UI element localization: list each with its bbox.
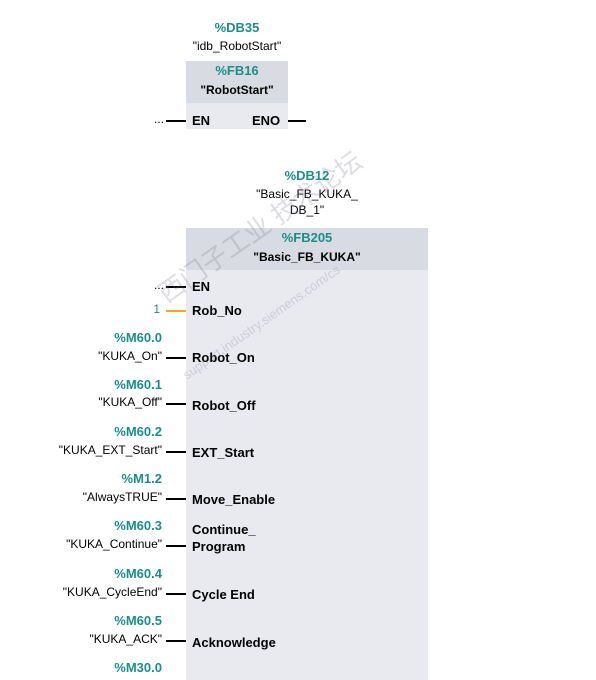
en-wire bbox=[166, 286, 186, 288]
pin-continue-program-line2: Program bbox=[192, 539, 246, 554]
instance-db-name-line2: DB_1" bbox=[289, 203, 325, 217]
move-enable-wire bbox=[166, 498, 186, 500]
continue-program-tag[interactable]: "KUKA_Continue" bbox=[66, 537, 162, 551]
fb-name: "Basic_FB_KUKA" bbox=[253, 250, 361, 264]
eno-wire bbox=[288, 120, 306, 122]
en-parameter[interactable]: ... bbox=[153, 112, 164, 126]
block-body bbox=[186, 103, 288, 129]
robot-on-wire bbox=[166, 357, 186, 359]
acknowledge-wire bbox=[166, 640, 186, 642]
en-parameter[interactable]: ... bbox=[153, 278, 164, 292]
fb-name: "RobotStart" bbox=[200, 83, 274, 97]
cycle-end-wire bbox=[166, 593, 186, 595]
fb-operand: %FB16 bbox=[215, 63, 259, 78]
continue-program-address: %M60.3 bbox=[114, 518, 162, 533]
pin-robot-off: Robot_Off bbox=[192, 398, 256, 413]
pin-ext-start: EXT_Start bbox=[192, 445, 255, 460]
pin-en: EN bbox=[192, 113, 211, 128]
robot-off-address: %M60.1 bbox=[114, 377, 162, 392]
robot-off-tag[interactable]: "KUKA_Off" bbox=[98, 395, 162, 409]
block-body bbox=[186, 270, 428, 680]
rob-no-constant[interactable]: 1 bbox=[153, 302, 160, 316]
pin-acknowledge: Acknowledge bbox=[192, 635, 276, 650]
robot-on-address: %M60.0 bbox=[114, 330, 162, 345]
cycle-end-address: %M60.4 bbox=[114, 566, 162, 581]
pin-rob-no: Rob_No bbox=[192, 303, 242, 318]
robot-off-wire bbox=[166, 403, 186, 405]
next-pin-address: %M30.0 bbox=[114, 660, 162, 675]
pin-continue-program-line1: Continue_ bbox=[192, 522, 256, 537]
pin-eno: ENO bbox=[252, 113, 281, 128]
move-enable-tag[interactable]: "AlwaysTRUE" bbox=[82, 490, 162, 504]
pin-move-enable: Move_Enable bbox=[192, 492, 276, 507]
en-wire bbox=[166, 120, 186, 122]
acknowledge-tag[interactable]: "KUKA_ACK" bbox=[89, 632, 162, 646]
ext-start-tag[interactable]: "KUKA_EXT_Start" bbox=[58, 443, 162, 457]
move-enable-address: %M1.2 bbox=[121, 471, 162, 486]
ext-start-wire bbox=[166, 451, 186, 453]
continue-program-wire bbox=[166, 545, 186, 547]
robot-on-tag[interactable]: "KUKA_On" bbox=[98, 349, 162, 363]
block-header bbox=[186, 61, 288, 103]
rob-no-wire bbox=[166, 310, 186, 312]
pin-robot-on: Robot_On bbox=[192, 350, 255, 365]
instance-db-operand: %DB12 bbox=[284, 168, 330, 183]
fb-operand: %FB205 bbox=[281, 230, 333, 245]
block-header bbox=[186, 228, 428, 270]
pin-en: EN bbox=[192, 279, 211, 294]
instance-db-name-line1: "Basic_FB_KUKA_ bbox=[256, 187, 358, 201]
ext-start-address: %M60.2 bbox=[114, 424, 162, 439]
instance-db-name: "idb_RobotStart" bbox=[192, 39, 282, 53]
acknowledge-address: %M60.5 bbox=[114, 613, 162, 628]
pin-cycle-end: Cycle End bbox=[192, 587, 255, 602]
cycle-end-tag[interactable]: "KUKA_CycleEnd" bbox=[62, 585, 162, 599]
instance-db-operand: %DB35 bbox=[214, 20, 260, 35]
